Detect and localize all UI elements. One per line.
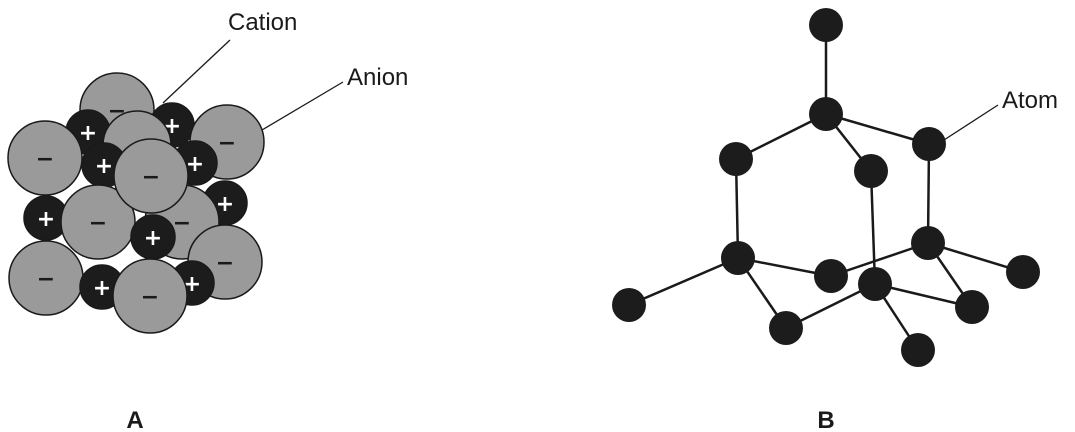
covalent-bond — [825, 112, 930, 146]
atom — [809, 8, 843, 42]
cation-charge-symbol: + — [79, 121, 97, 146]
anion-charge-symbol: − — [37, 267, 55, 292]
covalent-bond — [830, 241, 929, 278]
panel-a-ionic-crystal: −+−+−−++++−−−−+−++− Cation Anion A — [7, 9, 408, 432]
anion-label: Anion — [347, 64, 408, 91]
anion: − — [113, 138, 189, 214]
ion-lattice: −+−+−−++++−−−−+−++− — [7, 72, 265, 334]
cation-charge-symbol: + — [93, 276, 111, 301]
atom-label: Atom — [1002, 87, 1058, 114]
cation-label: Cation — [228, 9, 297, 36]
anion-charge-symbol: − — [173, 211, 191, 236]
anion-charge-symbol: − — [36, 147, 54, 172]
covalent-bond — [869, 170, 877, 285]
atom — [719, 142, 753, 176]
anion-charge-symbol: − — [216, 251, 234, 276]
anion: − — [60, 184, 136, 260]
panel-a-caption: A — [126, 407, 143, 432]
cation: + — [23, 195, 69, 241]
anion: − — [7, 120, 83, 196]
panel-b-covalent-network: Atom B — [612, 8, 1058, 432]
atom — [901, 333, 935, 367]
atom — [1006, 255, 1040, 289]
panel-b-caption: B — [817, 407, 834, 432]
anion-charge-symbol: − — [218, 131, 236, 156]
anion-leader-line — [261, 81, 344, 131]
atom — [612, 288, 646, 322]
cation-charge-symbol: + — [37, 207, 55, 232]
atom — [911, 226, 945, 260]
anion-charge-symbol: − — [141, 285, 159, 310]
anion: − — [112, 258, 188, 334]
atom — [809, 97, 843, 131]
atom — [854, 154, 888, 188]
anion-charge-symbol: − — [142, 165, 160, 190]
cation-leader-line — [162, 39, 231, 104]
atom — [912, 127, 946, 161]
anion: − — [8, 240, 84, 316]
atom — [814, 259, 848, 293]
cation-charge-symbol: + — [183, 272, 201, 297]
cation-charge-symbol: + — [216, 192, 234, 217]
cation-charge-symbol: + — [186, 152, 204, 177]
covalent-bond — [628, 256, 739, 307]
atom-leader-line — [943, 104, 999, 141]
atom — [769, 311, 803, 345]
atom — [721, 241, 755, 275]
atom — [955, 290, 989, 324]
atom-network — [612, 8, 1040, 367]
cation: + — [130, 214, 176, 260]
cation-charge-symbol: + — [144, 226, 162, 251]
anion-charge-symbol: − — [89, 211, 107, 236]
cation-charge-symbol: + — [95, 154, 113, 179]
atom — [858, 267, 892, 301]
